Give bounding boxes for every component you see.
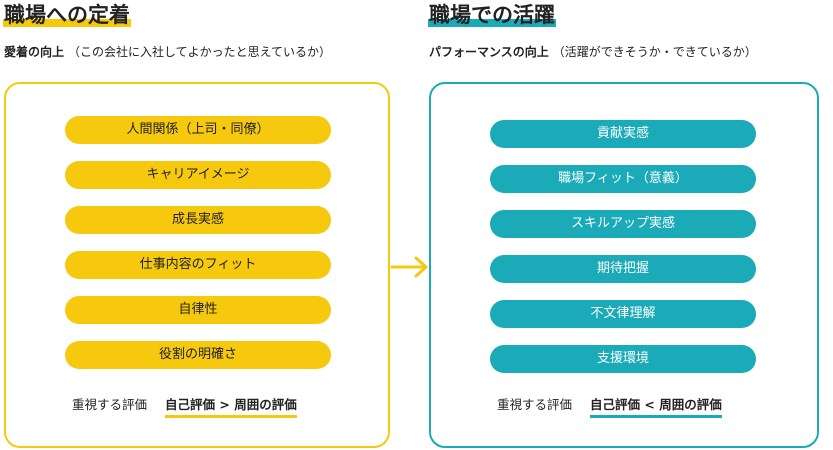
right-item: 貢献実感: [490, 120, 756, 148]
left-eval: 重視する評価 自己評価 > 周囲の評価: [72, 396, 297, 418]
right-box: 貢献実感 職場フィット（意義） スキルアップ実感 期待把握 不文律理解 支援環境…: [429, 82, 819, 448]
right-item: 職場フィット（意義）: [490, 165, 756, 193]
arrow-right-icon: [390, 256, 428, 278]
left-subtitle-paren: （この会社に入社してよかったと思えているか）: [68, 45, 332, 59]
right-item: 不文律理解: [490, 300, 756, 328]
left-eval-label: 重視する評価: [72, 397, 148, 412]
right-heading: 職場での活躍: [428, 2, 556, 28]
left-eval-value-text: 自己評価 > 周囲の評価: [165, 397, 297, 412]
right-subtitle-paren: （活躍ができそうか・できているか）: [552, 45, 757, 59]
left-heading-text: 職場への定着: [4, 3, 130, 27]
left-item: 自律性: [65, 296, 331, 324]
right-item: 期待把握: [490, 255, 756, 283]
left-item: 成長実感: [65, 206, 331, 234]
left-item: 役割の明確さ: [65, 341, 331, 369]
right-eval-underline: [590, 415, 722, 418]
left-item: 人間関係（上司・同僚）: [65, 116, 331, 144]
right-item: スキルアップ実感: [490, 210, 756, 238]
left-item: キャリアイメージ: [65, 161, 331, 189]
right-heading-text: 職場での活躍: [429, 3, 555, 27]
left-subtitle-bold: 愛着の向上: [4, 45, 65, 59]
right-eval-label: 重視する評価: [497, 397, 573, 412]
left-subtitle: 愛着の向上（この会社に入社してよかったと思えているか）: [4, 44, 331, 60]
left-heading: 職場への定着: [3, 2, 131, 28]
left-eval-value: 自己評価 > 周囲の評価: [165, 396, 297, 418]
right-subtitle: パフォーマンスの向上（活躍ができそうか・できているか）: [429, 44, 757, 60]
right-subtitle-bold: パフォーマンスの向上: [429, 45, 549, 59]
left-box: 人間関係（上司・同僚） キャリアイメージ 成長実感 仕事内容のフィット 自律性 …: [4, 82, 390, 448]
right-eval: 重視する評価 自己評価 < 周囲の評価: [497, 396, 722, 418]
right-eval-value: 自己評価 < 周囲の評価: [590, 396, 722, 418]
left-item: 仕事内容のフィット: [65, 251, 331, 279]
right-eval-value-text: 自己評価 < 周囲の評価: [590, 397, 722, 412]
right-item: 支援環境: [490, 345, 756, 373]
left-eval-underline: [165, 415, 297, 418]
